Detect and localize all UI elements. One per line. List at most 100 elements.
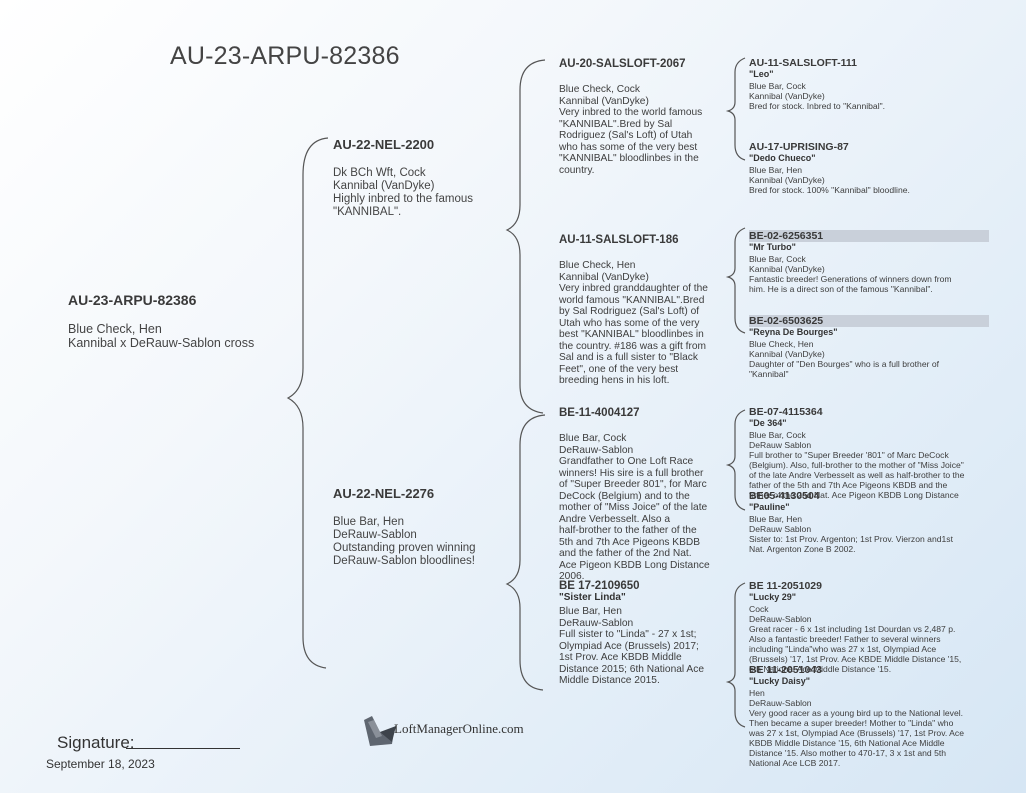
gen3-info-line: DeRauw-Sablon xyxy=(559,444,634,456)
gen4-id: BE 11-2051029 xyxy=(749,580,822,592)
gen4-nickname: "Leo" xyxy=(749,69,774,79)
signature-line[interactable] xyxy=(126,748,240,749)
gen3-info-line: country. xyxy=(559,164,595,176)
gen4-id: BE-07-4115364 xyxy=(749,406,823,418)
gen4-info-line: National Ace LCB 2017. xyxy=(749,758,841,768)
gen3-id: BE-11-4004127 xyxy=(559,407,640,419)
gen4-nickname: "Reyna De Bourges" xyxy=(749,327,838,337)
gen3-info-line: Middle Distance 2015. xyxy=(559,675,660,686)
gen3-info-line: DeCock (Belgium) and to the xyxy=(559,490,690,502)
print-date: September 18, 2023 xyxy=(46,757,155,771)
loft-logo-icon xyxy=(364,716,396,746)
gen3-info-line: Very inbred to the world famous xyxy=(559,107,703,118)
gen4-info-line: (Belgium). Also, full-brother to the mot… xyxy=(749,460,964,470)
gen3-info-line: Kannibal (VanDyke) xyxy=(559,271,649,283)
dam-info-line: Outstanding proven winning xyxy=(333,542,476,554)
gen4-info-line: "Kannibal" xyxy=(749,369,789,379)
gen4-block: BE-02-6503625 "Reyna De Bourges" Blue Ch… xyxy=(749,315,989,379)
gen4-block: BE-07-4115364 "De 364" Blue Bar, Cock De… xyxy=(749,406,964,500)
gen4-nickname: "Pauline" xyxy=(749,502,790,512)
gen3-info-line: Full sister to "Linda" - 27 x 1st; xyxy=(559,629,697,640)
dam-info-line: DeRauw-Sablon bloodlines! xyxy=(333,555,475,567)
subject-id: AU-23-ARPU-82386 xyxy=(68,292,197,308)
gen4-block: AU-17-UPRISING-87 "Dedo Chueco" Blue Bar… xyxy=(749,141,910,195)
gen3-info-line: 2006. xyxy=(559,571,585,582)
gen3-info-line: 5th and 7th Ace Pigeons KBDB xyxy=(559,536,701,548)
gen4-info-line: KBDB Middle Distance '15, 6th National A… xyxy=(749,738,945,748)
subject-info-line: Kannibal x DeRauw-Sablon cross xyxy=(68,336,255,350)
gen3-id: AU-11-SALSLOFT-186 xyxy=(559,234,679,246)
gen4-id: AU-11-SALSLOFT-111 xyxy=(749,57,857,69)
dam-block: AU-22-NEL-2276 Blue Bar, Hen DeRauw-Sabl… xyxy=(333,486,476,568)
gen3-info-line: Feet", one of the very best xyxy=(559,363,679,375)
gen4-info-line: Also a fantastic breeder! Father to seve… xyxy=(749,634,941,644)
gen3-info-line: who has some of the very best xyxy=(559,141,698,153)
gen3-info-line: Blue Bar, Hen xyxy=(559,606,622,617)
gen4-info-line: including "Linda"who was 27 x 1st, Olymp… xyxy=(749,644,937,654)
gen4-id: BE-02-6256351 xyxy=(749,230,989,242)
gen3-info-line: Andre Verbesselt. Also a xyxy=(559,513,670,525)
gen4-id: BE-02-6503625 xyxy=(749,315,989,327)
gen4-info: Blue Check, Hen Kannibal (VanDyke) Daugh… xyxy=(749,339,989,379)
gen4-info-line: Blue Bar, Cock xyxy=(749,81,806,91)
gen4-info-line: Sister to: 1st Prov. Argenton; 1st Prov.… xyxy=(749,534,953,544)
gen3-info-line: by Sal Rodriguez (Sal's Loft) of xyxy=(559,306,700,317)
sire-block: AU-22-NEL-2200 Dk BCh Wft, Cock Kannibal… xyxy=(333,137,473,219)
gen3-info-line: of "Super Breeder 801", for Marc xyxy=(559,479,707,490)
sire-info-line: "KANNIBAL". xyxy=(333,206,402,218)
gen4-info-line: Daughter of "Den Bourges" who is a full … xyxy=(749,359,940,369)
gen4-info-line: DeRauw-Sablon xyxy=(749,614,812,624)
gen4-info-line: Blue Bar, Hen xyxy=(749,514,803,524)
gen3-info-line: Kannibal (VanDyke) xyxy=(559,95,649,107)
gen4-info: Blue Bar, Cock DeRauw Sablon Full brothe… xyxy=(749,430,964,500)
signature-label: Signature: xyxy=(57,733,135,752)
gen4-info-line: Kannibal (VanDyke) xyxy=(749,349,825,359)
gen4-id: BE05-4130504 xyxy=(749,490,820,502)
gen4-info-line: Blue Check, Hen xyxy=(749,339,814,349)
gen4-nickname: "Lucky Daisy" xyxy=(749,676,811,686)
gen3-info-line: Sal and is a full sister to "Black xyxy=(559,352,698,363)
gen3-info: Blue Check, Cock Kannibal (VanDyke) Very… xyxy=(559,84,702,176)
gen4-info-line: Nat. Argenton Zone B 2002. xyxy=(749,544,856,554)
sire-info-line: Dk BCh Wft, Cock xyxy=(333,167,426,179)
gen4-block: BE 11-2051029 "Lucky 29" Cock DeRauw-Sab… xyxy=(749,580,961,674)
sire-info-line: Kannibal (VanDyke) xyxy=(333,180,435,192)
gen4-info-line: Fantastic breeder! Generations of winner… xyxy=(749,274,952,284)
gen3-info-line: DeRauw-Sablon xyxy=(559,617,634,629)
gen4-info-line: Very good racer as a young bird up to th… xyxy=(749,708,964,718)
dam-id: AU-22-NEL-2276 xyxy=(333,486,435,501)
gen3-info-line: winners! His sire is a full brother xyxy=(559,467,704,479)
gen4-info-line: Kannibal (VanDyke) xyxy=(749,175,825,185)
gen3-info-line: half-brother to the father of the xyxy=(559,525,697,536)
gen3-info-line: Utah who has some of the very xyxy=(559,317,700,329)
gen4-id: BE 11-2051043 xyxy=(749,664,822,676)
subject-info-line: Blue Check, Hen xyxy=(68,322,162,336)
gen4-nickname: "Mr Turbo" xyxy=(749,242,796,252)
gen3-info-line: best "KANNIBAL" bloodlinbes in xyxy=(559,329,704,340)
gen4-info-line: Distance '15. Also mother to 470-17, 3 x… xyxy=(749,748,947,758)
dam-info-line: DeRauw-Sablon xyxy=(333,529,417,541)
gen4-info: Blue Bar, Cock Kannibal (VanDyke) Bred f… xyxy=(749,81,885,111)
dam-info: Blue Bar, Hen DeRauw-Sablon Outstanding … xyxy=(333,516,476,568)
gen4-info-line: Blue Bar, Cock xyxy=(749,430,806,440)
gen3-info-line: 1st Prov. Ace KBDB Middle xyxy=(559,652,682,663)
gen3-info-line: "KANNIBAL" bloodlinbes in the xyxy=(559,153,699,164)
gen3-info: Blue Check, Hen Kannibal (VanDyke) Very … xyxy=(559,260,708,387)
gen3-block: AU-11-SALSLOFT-186 Blue Check, Hen Kanni… xyxy=(559,234,708,387)
gen3-block: BE 17-2109650 "Sister Linda" Blue Bar, H… xyxy=(559,580,704,687)
gen3-info-line: Ace Pigeon KBDB Long Distance xyxy=(559,559,710,571)
gen3-nickname: "Sister Linda" xyxy=(559,592,626,603)
gen4-block: BE-02-6256351 "Mr Turbo" Blue Bar, Cock … xyxy=(749,230,989,294)
gen4-info-line: Blue Bar, Cock xyxy=(749,254,806,264)
gen4-info-line: Then became a super breeder! Mother to "… xyxy=(749,718,954,728)
gen4-info: Blue Bar, Hen Kannibal (VanDyke) Bred fo… xyxy=(749,165,910,195)
logo: LoftManagerOnline.com xyxy=(362,712,524,750)
gen4-info-line: Kannibal (VanDyke) xyxy=(749,264,825,274)
gen3-info-line: mother of "Miss Joice" of the late xyxy=(559,502,708,513)
logo-text: LoftManagerOnline.com xyxy=(394,721,524,736)
gen3-block: BE-11-4004127 Blue Bar, Cock DeRauw-Sabl… xyxy=(559,407,710,583)
gen4-block: AU-11-SALSLOFT-111 "Leo" Blue Bar, Cock … xyxy=(749,57,885,111)
gen4-info-line: Hen xyxy=(749,688,765,698)
gen4-info-line: of the late Andre Verbesselt as well as … xyxy=(749,470,965,480)
